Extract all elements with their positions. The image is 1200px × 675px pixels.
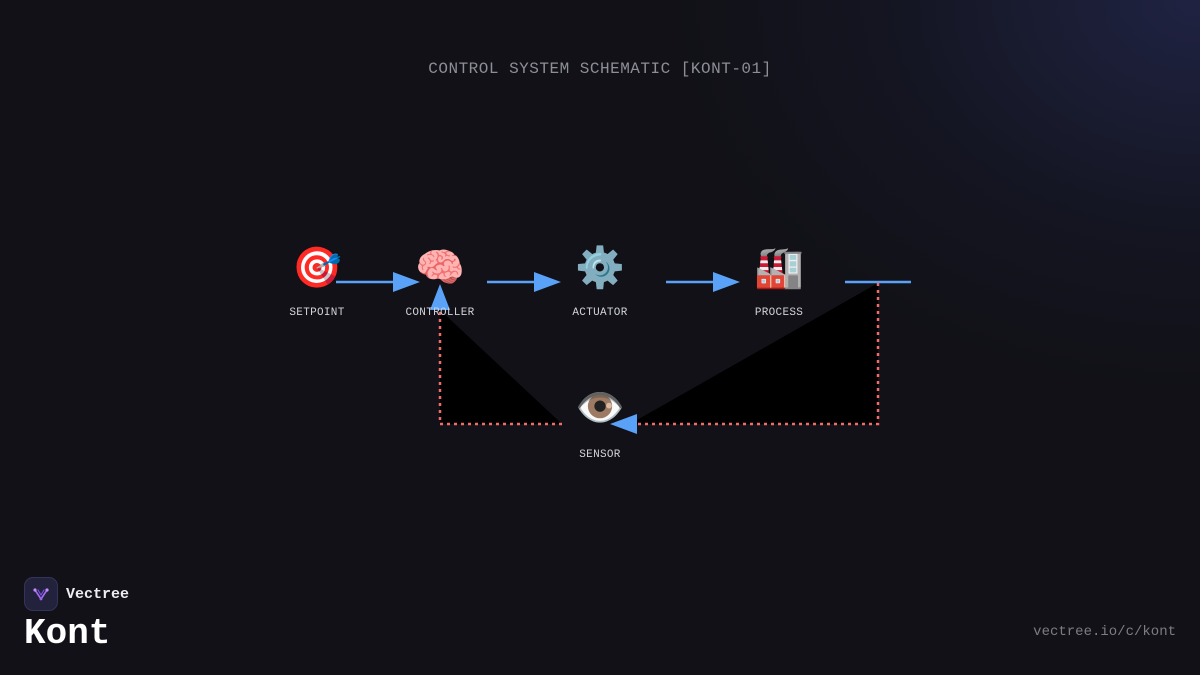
node-label-setpoint: SETPOINT — [289, 307, 344, 319]
node-label-process: PROCESS — [755, 307, 803, 319]
diagram-title: CONTROL SYSTEM SCHEMATIC [KONT-01] — [428, 60, 772, 78]
arrowhead-sensor-controller — [430, 284, 450, 310]
feedback-edges — [430, 283, 880, 434]
feedback-wedge-right — [630, 283, 878, 424]
product-url[interactable]: vectree.io/c/kont — [1033, 624, 1176, 640]
node-setpoint: 🎯 SETPOINT — [289, 245, 344, 319]
brand: Vectree — [24, 577, 129, 611]
arrowhead-actuator-process — [713, 272, 740, 292]
arrowhead-setpoint-controller — [393, 272, 420, 292]
feedback-wedge-left — [440, 310, 562, 424]
node-process: 🏭 PROCESS — [754, 245, 804, 319]
brain-icon: 🧠 — [415, 245, 465, 291]
edge-process-sensor — [637, 283, 880, 426]
node-label-sensor: SENSOR — [579, 449, 621, 461]
product-name: Kont — [24, 613, 111, 654]
edge-sensor-controller — [438, 310, 562, 426]
forward-edges — [336, 272, 911, 292]
node-actuator: ⚙️ ACTUATOR — [572, 244, 627, 319]
node-label-actuator: ACTUATOR — [572, 307, 627, 319]
arrowhead-process-sensor — [610, 414, 637, 434]
arrowhead-controller-actuator — [534, 272, 561, 292]
vectree-logo-icon — [24, 577, 58, 611]
brand-name: Vectree — [66, 585, 130, 603]
eye-icon: 👁️ — [575, 385, 625, 431]
node-label-controller: CONTROLLER — [405, 307, 474, 319]
gear-icon: ⚙️ — [575, 244, 625, 291]
factory-icon: 🏭 — [754, 245, 804, 291]
node-sensor: 👁️ SENSOR — [575, 385, 625, 461]
target-icon: 🎯 — [292, 245, 342, 291]
node-controller: 🧠 CONTROLLER — [405, 245, 474, 319]
